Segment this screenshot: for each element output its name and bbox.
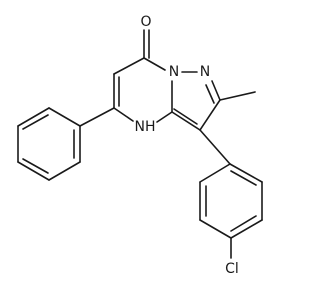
atom-nitrogen-pyrazole: N [200, 64, 210, 80]
bond-n4-c3a [156, 111, 173, 123]
bond-n1-c2-double [205, 84, 215, 104]
bonds [17, 29, 263, 259]
bond-ph-4 [17, 161, 50, 181]
bond-ar-3-double [230, 215, 257, 232]
chemical-structure: O N N NH Cl [17, 14, 263, 277]
bond-c2-c3 [199, 99, 221, 131]
bond-ph-5 [48, 161, 81, 181]
bond-ph-4-double [22, 158, 49, 174]
bond-c3-aryl [199, 129, 231, 165]
bond-ar-6 [199, 163, 231, 183]
bond-n8a-c7 [143, 57, 166, 71]
bond-ph-2 [17, 107, 50, 127]
atom-oxygen: O [140, 14, 151, 30]
bond-ph-1 [48, 107, 81, 127]
atom-chlorine: Cl [225, 261, 239, 277]
bond-c3-c3a-double [173, 108, 198, 125]
atom-nitrogen-bridge: N [169, 64, 179, 80]
bond-ar-3 [230, 219, 263, 239]
atom-labels: O N N NH Cl [135, 14, 239, 277]
bond-c5-phenyl [79, 107, 115, 127]
bond-ar-1-double [230, 170, 257, 186]
atom-nh: NH [135, 119, 156, 135]
bond-c7-c6 [113, 57, 145, 75]
bond-ar-1 [229, 163, 263, 183]
bond-c5-n4 [113, 107, 134, 122]
bond-ar-4 [199, 219, 232, 239]
bond-c2-methyl [219, 91, 256, 101]
bond-c3-c3a [171, 111, 201, 131]
bond-n1-c2 [211, 80, 221, 101]
bond-ph-2-double [22, 114, 49, 130]
